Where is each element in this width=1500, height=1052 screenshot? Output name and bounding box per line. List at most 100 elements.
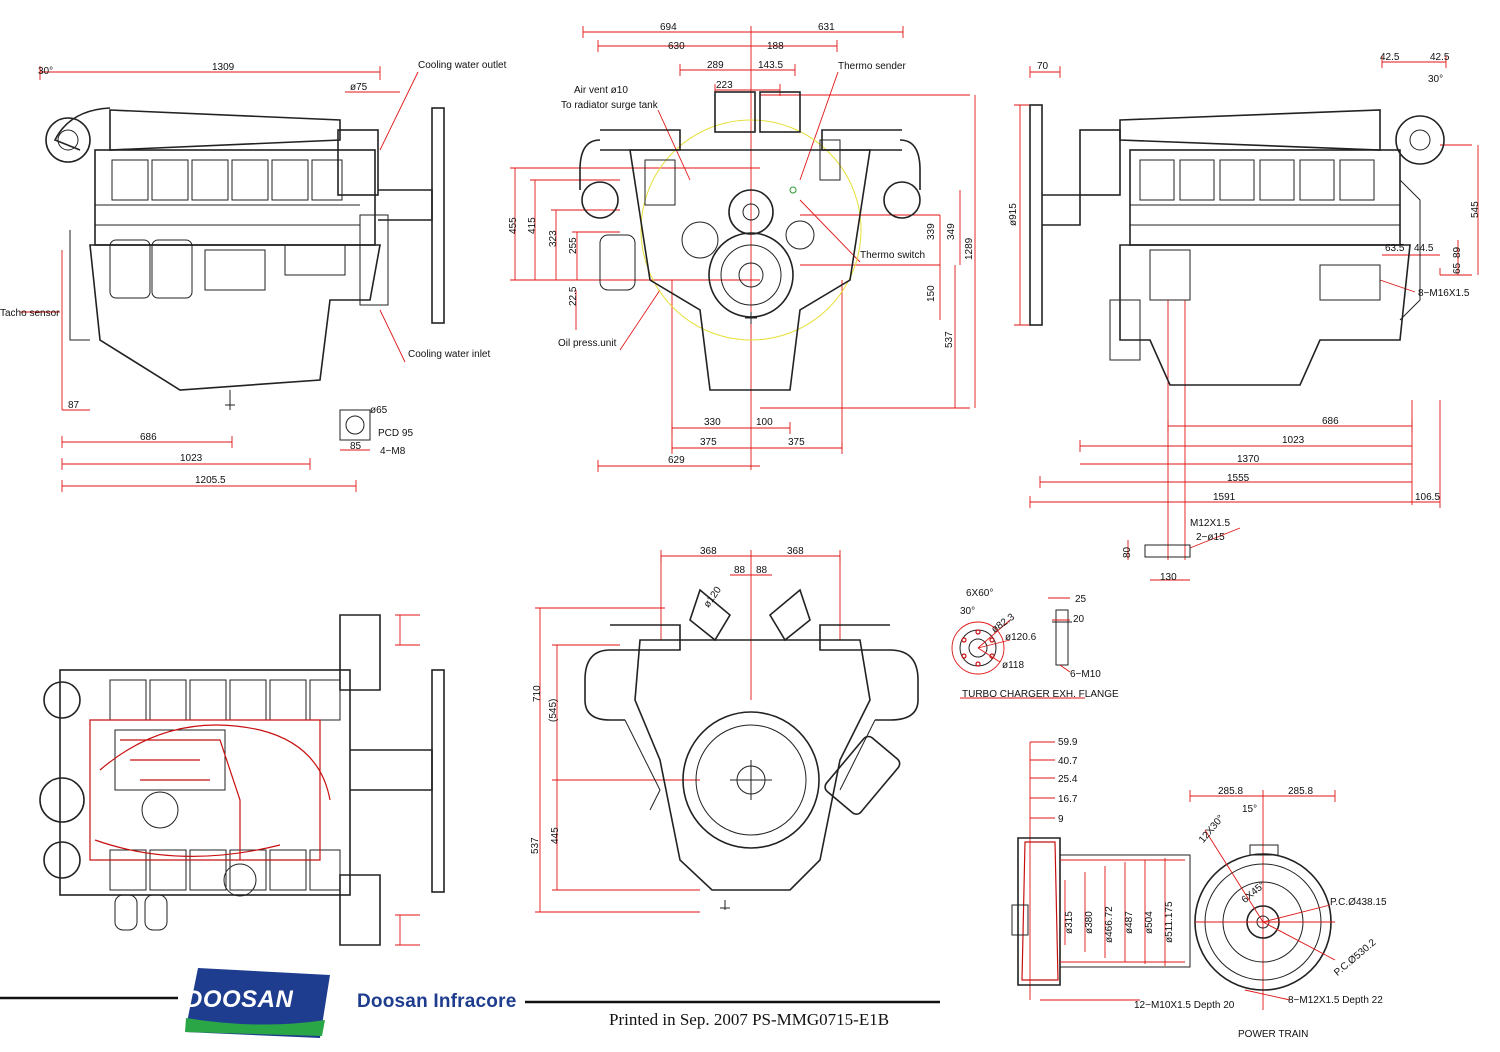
- front-view: [510, 26, 976, 472]
- dim-text: ø120.6: [1005, 632, 1037, 643]
- dim-text: 1370: [1237, 454, 1260, 465]
- label-turbo-flange: TURBO CHARGER EXH. FLANGE: [962, 689, 1119, 700]
- dim-text: 20: [1073, 614, 1085, 625]
- dim-text: 710: [532, 685, 543, 702]
- dim-text: 30°: [960, 606, 975, 617]
- footer-bar: [0, 968, 940, 1038]
- dim-text: 1309: [212, 62, 235, 73]
- dim-text: 368: [700, 546, 717, 557]
- dim-text: 1023: [1282, 435, 1305, 446]
- callouts: Cooling water outlet Cooling water inlet…: [0, 60, 1308, 1040]
- dim-text: 8−M12X1.5 Depth 22: [1288, 995, 1383, 1006]
- dim-text: P.C.Ø438.15: [1330, 897, 1387, 908]
- label-thermo-sender: Thermo sender: [838, 61, 906, 72]
- top-view: [39, 614, 445, 946]
- label-air-vent: Air vent ø10: [574, 85, 628, 96]
- dim-text: 143.5: [758, 60, 783, 71]
- dim-text: 339: [926, 223, 937, 240]
- dim-text: 223: [716, 80, 733, 91]
- dim-text: 349: [946, 223, 957, 240]
- dim-text: 9: [1058, 814, 1064, 825]
- dim-text: 375: [700, 437, 717, 448]
- dim-text: ø118: [1002, 660, 1024, 671]
- dim-text: 188: [767, 41, 784, 52]
- dim-text: ø504: [1144, 911, 1155, 934]
- right-side-view: [1014, 56, 1479, 581]
- dim-text: 8−M16X1.5: [1418, 288, 1470, 299]
- dim-text: 694: [660, 22, 677, 33]
- doosan-logo-text: DOOSAN: [185, 986, 294, 1013]
- dim-text: 106.5: [1415, 492, 1440, 503]
- dim-text: PCD 95: [378, 428, 413, 439]
- dim-text: 545: [1470, 201, 1481, 218]
- dim-text: 88: [734, 565, 746, 576]
- dim-text: 289: [707, 60, 724, 71]
- dim-text: 455: [508, 217, 519, 234]
- dim-text: 130: [1160, 572, 1177, 583]
- dim-text: 63.5: [1385, 243, 1405, 254]
- dim-text: ø75: [350, 82, 368, 93]
- dim-text: 330: [704, 417, 721, 428]
- dim-text: P.C.Ø530.2: [1332, 937, 1378, 978]
- dim-text: 6−M10: [1070, 669, 1101, 680]
- flywheel-detail: [1189, 790, 1336, 1010]
- flywheel-housing-section: [1011, 741, 1191, 1001]
- dim-text: 150: [926, 285, 937, 302]
- dim-text: ø120: [702, 585, 724, 610]
- dim-text: 85: [350, 441, 362, 452]
- dim-text: 537: [530, 837, 541, 854]
- dim-text: 30°: [38, 66, 53, 77]
- label-tacho-sensor: Tacho sensor: [0, 308, 60, 319]
- dim-text: 88: [756, 565, 768, 576]
- dim-text: 87: [68, 400, 80, 411]
- dim-text: 42.5: [1430, 52, 1450, 63]
- dim-text: 686: [140, 432, 157, 443]
- print-note: Printed in Sep. 2007 PS-MMG0715-E1B: [609, 1010, 890, 1029]
- dim-text: 44.5: [1414, 243, 1434, 254]
- dim-text: 15°: [1242, 804, 1257, 815]
- company-name: Doosan Infracore: [357, 991, 517, 1012]
- dim-text: 4−M8: [380, 446, 406, 457]
- dim-text: 1591: [1213, 492, 1236, 503]
- dim-text: ø380: [1084, 911, 1095, 934]
- dim-text: ø511.175: [1164, 901, 1175, 943]
- label-cooling-water-inlet: Cooling water inlet: [408, 349, 490, 360]
- dim-text: 42.5: [1380, 52, 1400, 63]
- dim-text: 537: [944, 331, 955, 348]
- dim-text: ø65: [370, 405, 388, 416]
- dim-text: 59.9: [1058, 737, 1078, 748]
- label-thermo-switch: Thermo switch: [860, 250, 925, 261]
- dim-text: ø466.72: [1104, 906, 1115, 943]
- dim-text: 629: [668, 455, 685, 466]
- dim-text: M12X1.5: [1190, 518, 1230, 529]
- dim-text: 631: [818, 22, 835, 33]
- dim-text: 1555: [1227, 473, 1250, 484]
- dim-text: 285.8: [1218, 786, 1243, 797]
- dim-text: 80: [1122, 546, 1133, 558]
- dim-text: 686: [1322, 416, 1339, 427]
- dim-text: 100: [756, 417, 773, 428]
- dim-text: ø487: [1124, 911, 1135, 934]
- dim-text: 255: [568, 237, 579, 254]
- dim-text: 415: [527, 217, 538, 234]
- dim-text: 70: [1037, 61, 1049, 72]
- dim-text: 2−ø15: [1196, 532, 1225, 543]
- dim-text: 65: [1452, 262, 1463, 274]
- dim-text: 285.8: [1288, 786, 1313, 797]
- dim-text: 630: [668, 41, 685, 52]
- dim-text: 12−M10X1.5 Depth 20: [1134, 1000, 1235, 1011]
- dimension-texts: 30° 1309 ø75 87 686 1023 1205.5 ø65 PCD …: [38, 22, 1481, 1011]
- dim-text: (545): [548, 699, 559, 722]
- doosan-logo: [185, 968, 330, 1038]
- dim-text: 375: [788, 437, 805, 448]
- dim-text: 1289: [964, 237, 975, 260]
- dim-text: 25.4: [1058, 774, 1078, 785]
- dim-text: 25: [1075, 594, 1087, 605]
- dim-text: ø315: [1064, 911, 1075, 934]
- label-radiator-tank: To radiator surge tank: [561, 100, 659, 111]
- label-oil-press: Oil press.unit: [558, 338, 617, 349]
- rear-view: [535, 550, 919, 913]
- dim-text: 30°: [1428, 74, 1443, 85]
